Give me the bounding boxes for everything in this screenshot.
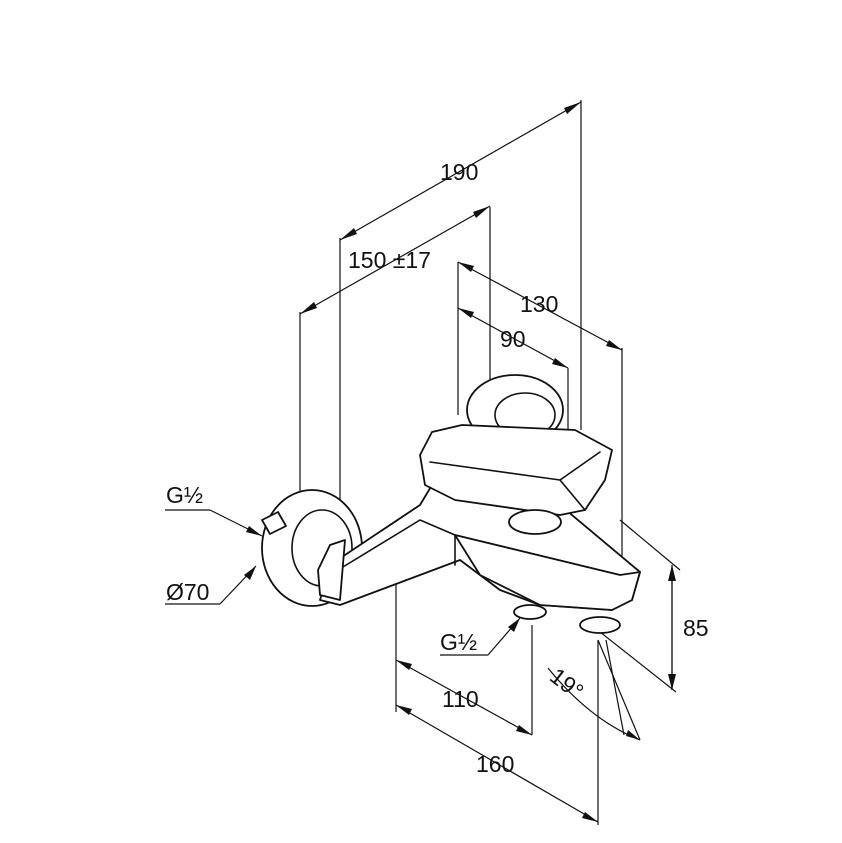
mixer-body bbox=[261, 374, 641, 634]
label-connection-thread: G½ bbox=[166, 482, 203, 508]
dim-spout-depth: 160 bbox=[476, 751, 514, 777]
outlet bbox=[513, 604, 547, 620]
left-connector bbox=[261, 511, 287, 535]
aerator bbox=[579, 616, 621, 634]
dim-projection-total: 130 bbox=[520, 291, 558, 317]
label-outlet-thread: G½ bbox=[440, 629, 477, 655]
dim-handle-offset: 90 bbox=[500, 326, 526, 352]
label-rosette-diameter: Ø70 bbox=[166, 579, 209, 605]
dim-connection-spacing: 150 ±17 bbox=[348, 247, 431, 273]
dim-outlet-depth: 110 bbox=[442, 686, 479, 712]
spout bbox=[454, 534, 641, 611]
dimension-lines bbox=[165, 101, 681, 823]
dim-height: 85 bbox=[683, 615, 709, 641]
dim-overall-width: 190 bbox=[440, 159, 478, 185]
handle bbox=[419, 424, 613, 516]
dim-spout-angle: 19° bbox=[545, 663, 588, 705]
handle-pivot bbox=[508, 509, 562, 535]
side-connector bbox=[317, 539, 346, 601]
